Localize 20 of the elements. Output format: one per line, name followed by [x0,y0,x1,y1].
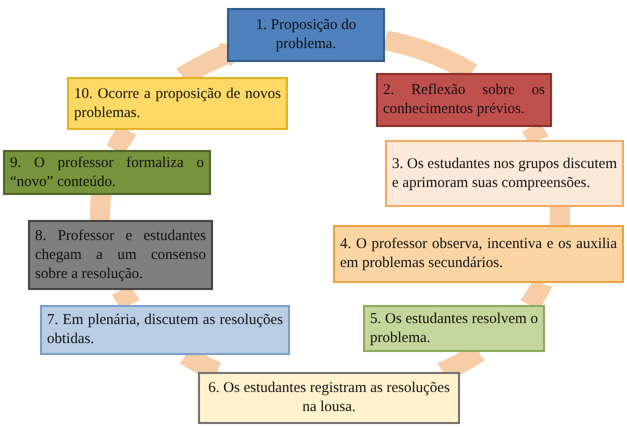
step-text: 4. O professor observa, incentiva e os auxilia em problemas secundários. [340,235,617,273]
step-box [333,225,624,283]
step-box [227,8,385,62]
step-text: 9. O professor formaliza o “novo” conteúdo. [10,154,204,192]
step-box [40,305,290,355]
step-text: 1. Proposição do problema. [254,16,358,54]
step-box [28,220,213,290]
step-box [363,305,545,352]
step-text: 8. Professor e estudantes chegam a um consenso sobre a resolução. [35,226,206,284]
step-text: 3. Os estudantes nos grupos discutem e aprimoram suas compreensões. [392,154,617,192]
step-box [376,73,552,127]
step-text: 6. Os estudantes registram as resoluções na lousa. [207,379,451,417]
step-text: 10. Ocorre a proposição de novos problemas. [74,84,281,122]
step-text: 2. Reflexão sobre os conhecimentos prévios. [383,81,545,119]
step-text: 5. Os estudantes resolvem o problema. [370,310,538,348]
step-box [67,77,288,130]
step-text: 7. Em plenária, discutem as resoluções obtidas. [47,311,283,349]
step-box [198,372,460,424]
step-box [385,140,624,207]
step-box [3,150,211,195]
